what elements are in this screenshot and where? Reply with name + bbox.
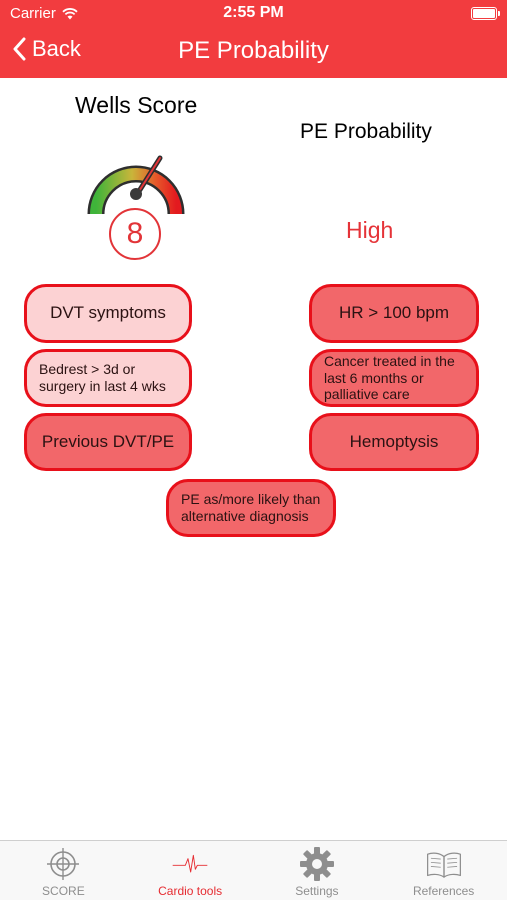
status-bar: Carrier 2:55 PM	[0, 0, 507, 28]
criterion-hemoptysis[interactable]: Hemoptysis	[309, 413, 479, 471]
back-button[interactable]: Back	[12, 36, 81, 62]
criterion-bedrest-surgery[interactable]: Bedrest > 3d or surgery in last 4 wks	[24, 349, 192, 407]
tab-label: SCORE	[42, 884, 85, 898]
wells-score-title: Wells Score	[75, 92, 198, 118]
gauge-icon	[87, 155, 185, 215]
criterion-cancer[interactable]: Cancer treated in the last 6 months or p…	[309, 349, 479, 407]
chevron-left-icon	[13, 37, 26, 61]
status-time: 2:55 PM	[223, 4, 284, 21]
criterion-label: HR > 100 bpm	[338, 303, 450, 323]
battery-icon	[471, 7, 500, 20]
page-title: PE Probability	[178, 37, 329, 64]
criterion-label: Bedrest > 3d or surgery in last 4 wks	[39, 361, 166, 394]
criterion-heart-rate[interactable]: HR > 100 bpm	[309, 284, 479, 343]
nav-bar: Back PE Probability	[0, 28, 507, 78]
wifi-icon	[62, 7, 78, 19]
criterion-alternative-diagnosis[interactable]: PE as/more likely than alternative diagn…	[166, 479, 336, 537]
heartbeat-icon	[172, 854, 208, 873]
criterion-label: Hemoptysis	[349, 431, 439, 451]
carrier-label: Carrier	[10, 5, 56, 22]
criterion-label: PE as/more likely than alternative diagn…	[181, 491, 321, 524]
criterion-previous-dvt-pe[interactable]: Previous DVT/PE	[24, 413, 192, 471]
tab-label: References	[412, 884, 475, 898]
tab-references[interactable]: References	[380, 841, 507, 900]
back-label: Back	[32, 36, 81, 61]
tab-label: Settings	[295, 884, 339, 898]
gear-icon	[299, 847, 334, 881]
criterion-dvt-symptoms[interactable]: DVT symptoms	[24, 284, 192, 343]
pe-probability-title: PE Probability	[300, 120, 432, 143]
tab-cardio-tools[interactable]: Cardio tools	[127, 841, 254, 900]
criterion-label: Previous DVT/PE	[41, 431, 175, 451]
book-icon	[426, 852, 461, 878]
pe-probability-value: High	[346, 217, 394, 243]
crosshair-icon	[47, 848, 80, 880]
tab-score[interactable]: SCORE	[0, 841, 127, 900]
wells-score-value: 8	[109, 208, 161, 260]
tab-settings[interactable]: Settings	[254, 841, 381, 900]
tab-bar: SCORE Cardio tools	[0, 840, 507, 900]
carrier-info: Carrier	[10, 5, 78, 22]
criterion-label: Cancer treated in the last 6 months or p…	[324, 352, 455, 403]
tab-label: Cardio tools	[158, 884, 223, 898]
criterion-label: DVT symptoms	[50, 303, 166, 323]
